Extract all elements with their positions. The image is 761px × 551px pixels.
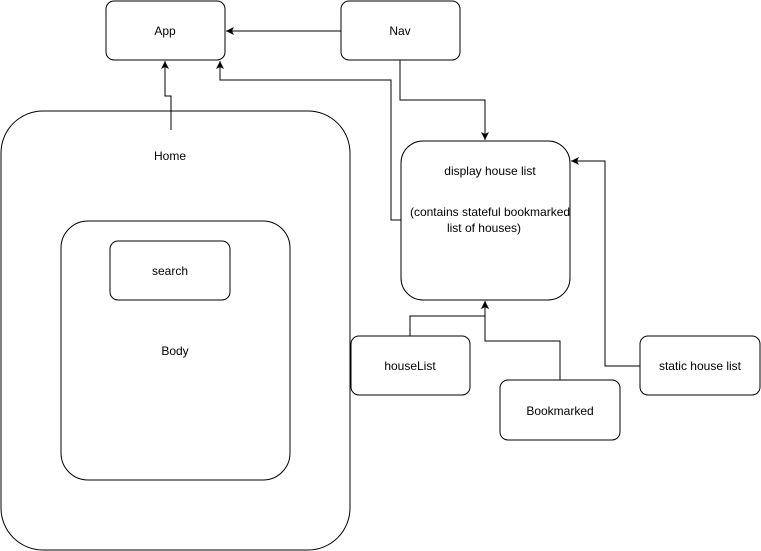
search-box: [109, 240, 231, 301]
edge-display-house-list-to-app: [216, 61, 401, 221]
node-static-house-list[interactable]: static house list: [639, 335, 761, 396]
display-house-list-note-line1: (contains stateful bookmarked: [410, 205, 570, 219]
node-house-list[interactable]: houseList: [350, 335, 471, 396]
nav-label: Nav: [389, 24, 410, 38]
node-nav[interactable]: Nav: [340, 0, 461, 61]
node-display-house-list[interactable]: display house list (contains stateful bo…: [400, 140, 571, 301]
static-house-list-label: static house list: [659, 359, 742, 373]
home-label: Home: [154, 149, 186, 163]
node-bookmarked[interactable]: Bookmarked: [499, 379, 621, 441]
bookmarked-label: Bookmarked: [526, 404, 593, 418]
edge-house-list-to-display-house-list: [409, 301, 489, 336]
node-app[interactable]: App: [105, 0, 226, 61]
body-label: Body: [161, 344, 188, 358]
edge-home-to-app: [161, 61, 172, 130]
edge-nav-to-display-house-list: [399, 60, 489, 140]
display-house-list-note-line2: list of houses): [447, 221, 521, 235]
app-box: [105, 0, 226, 61]
edge-bookmarked-to-display-house-list: [481, 301, 561, 380]
edge-static-house-list-to-display-house-list: [571, 157, 640, 367]
search-label: search: [152, 264, 188, 278]
display-house-list-label: display house list: [444, 164, 536, 178]
node-search[interactable]: search: [109, 240, 231, 301]
app-label: App: [154, 24, 176, 38]
house-list-label: houseList: [384, 359, 436, 373]
